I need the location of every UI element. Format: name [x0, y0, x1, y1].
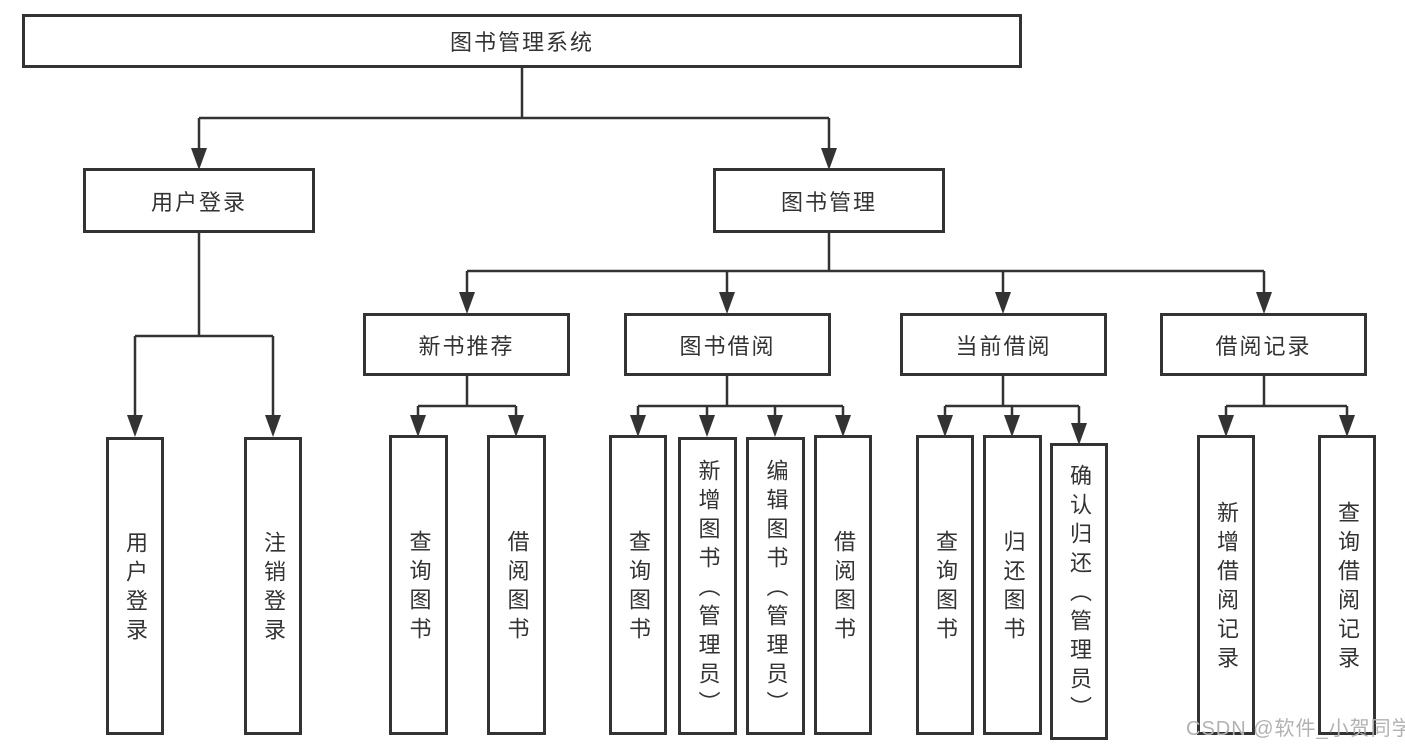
- leaf-query-books-borrow: 查询图书: [609, 435, 667, 735]
- leaf-edit-book-admin: 编辑图书（管理员）: [746, 437, 805, 735]
- node-borrow-records: 借阅记录: [1160, 313, 1367, 376]
- leaf-query-books-current: 查询图书: [916, 435, 974, 735]
- leaf-user-login: 用户登录: [106, 437, 164, 735]
- leaf-add-book-admin: 新增图书（管理员）: [678, 437, 737, 735]
- node-book-borrow: 图书借阅: [624, 313, 831, 376]
- node-new-book-recommend: 新书推荐: [363, 313, 570, 376]
- node-current-borrow: 当前借阅: [900, 313, 1107, 376]
- leaf-borrow-books-recommend: 借阅图书: [487, 435, 546, 735]
- leaf-borrow-books: 借阅图书: [814, 435, 872, 735]
- leaf-add-borrow-record: 新增借阅记录: [1197, 435, 1255, 735]
- csdn-watermark: CSDN @软件_小贺同学: [1186, 718, 1405, 740]
- leaf-query-borrow-record: 查询借阅记录: [1318, 435, 1376, 735]
- leaf-confirm-return-admin: 确认归还（管理员）: [1050, 443, 1108, 740]
- node-book-management: 图书管理: [713, 168, 945, 233]
- node-user-login: 用户登录: [83, 168, 315, 233]
- leaf-query-books-recommend: 查询图书: [389, 435, 448, 735]
- leaf-return-book: 归还图书: [983, 435, 1042, 735]
- node-root-system: 图书管理系统: [22, 14, 1022, 68]
- leaf-logout: 注销登录: [244, 437, 302, 735]
